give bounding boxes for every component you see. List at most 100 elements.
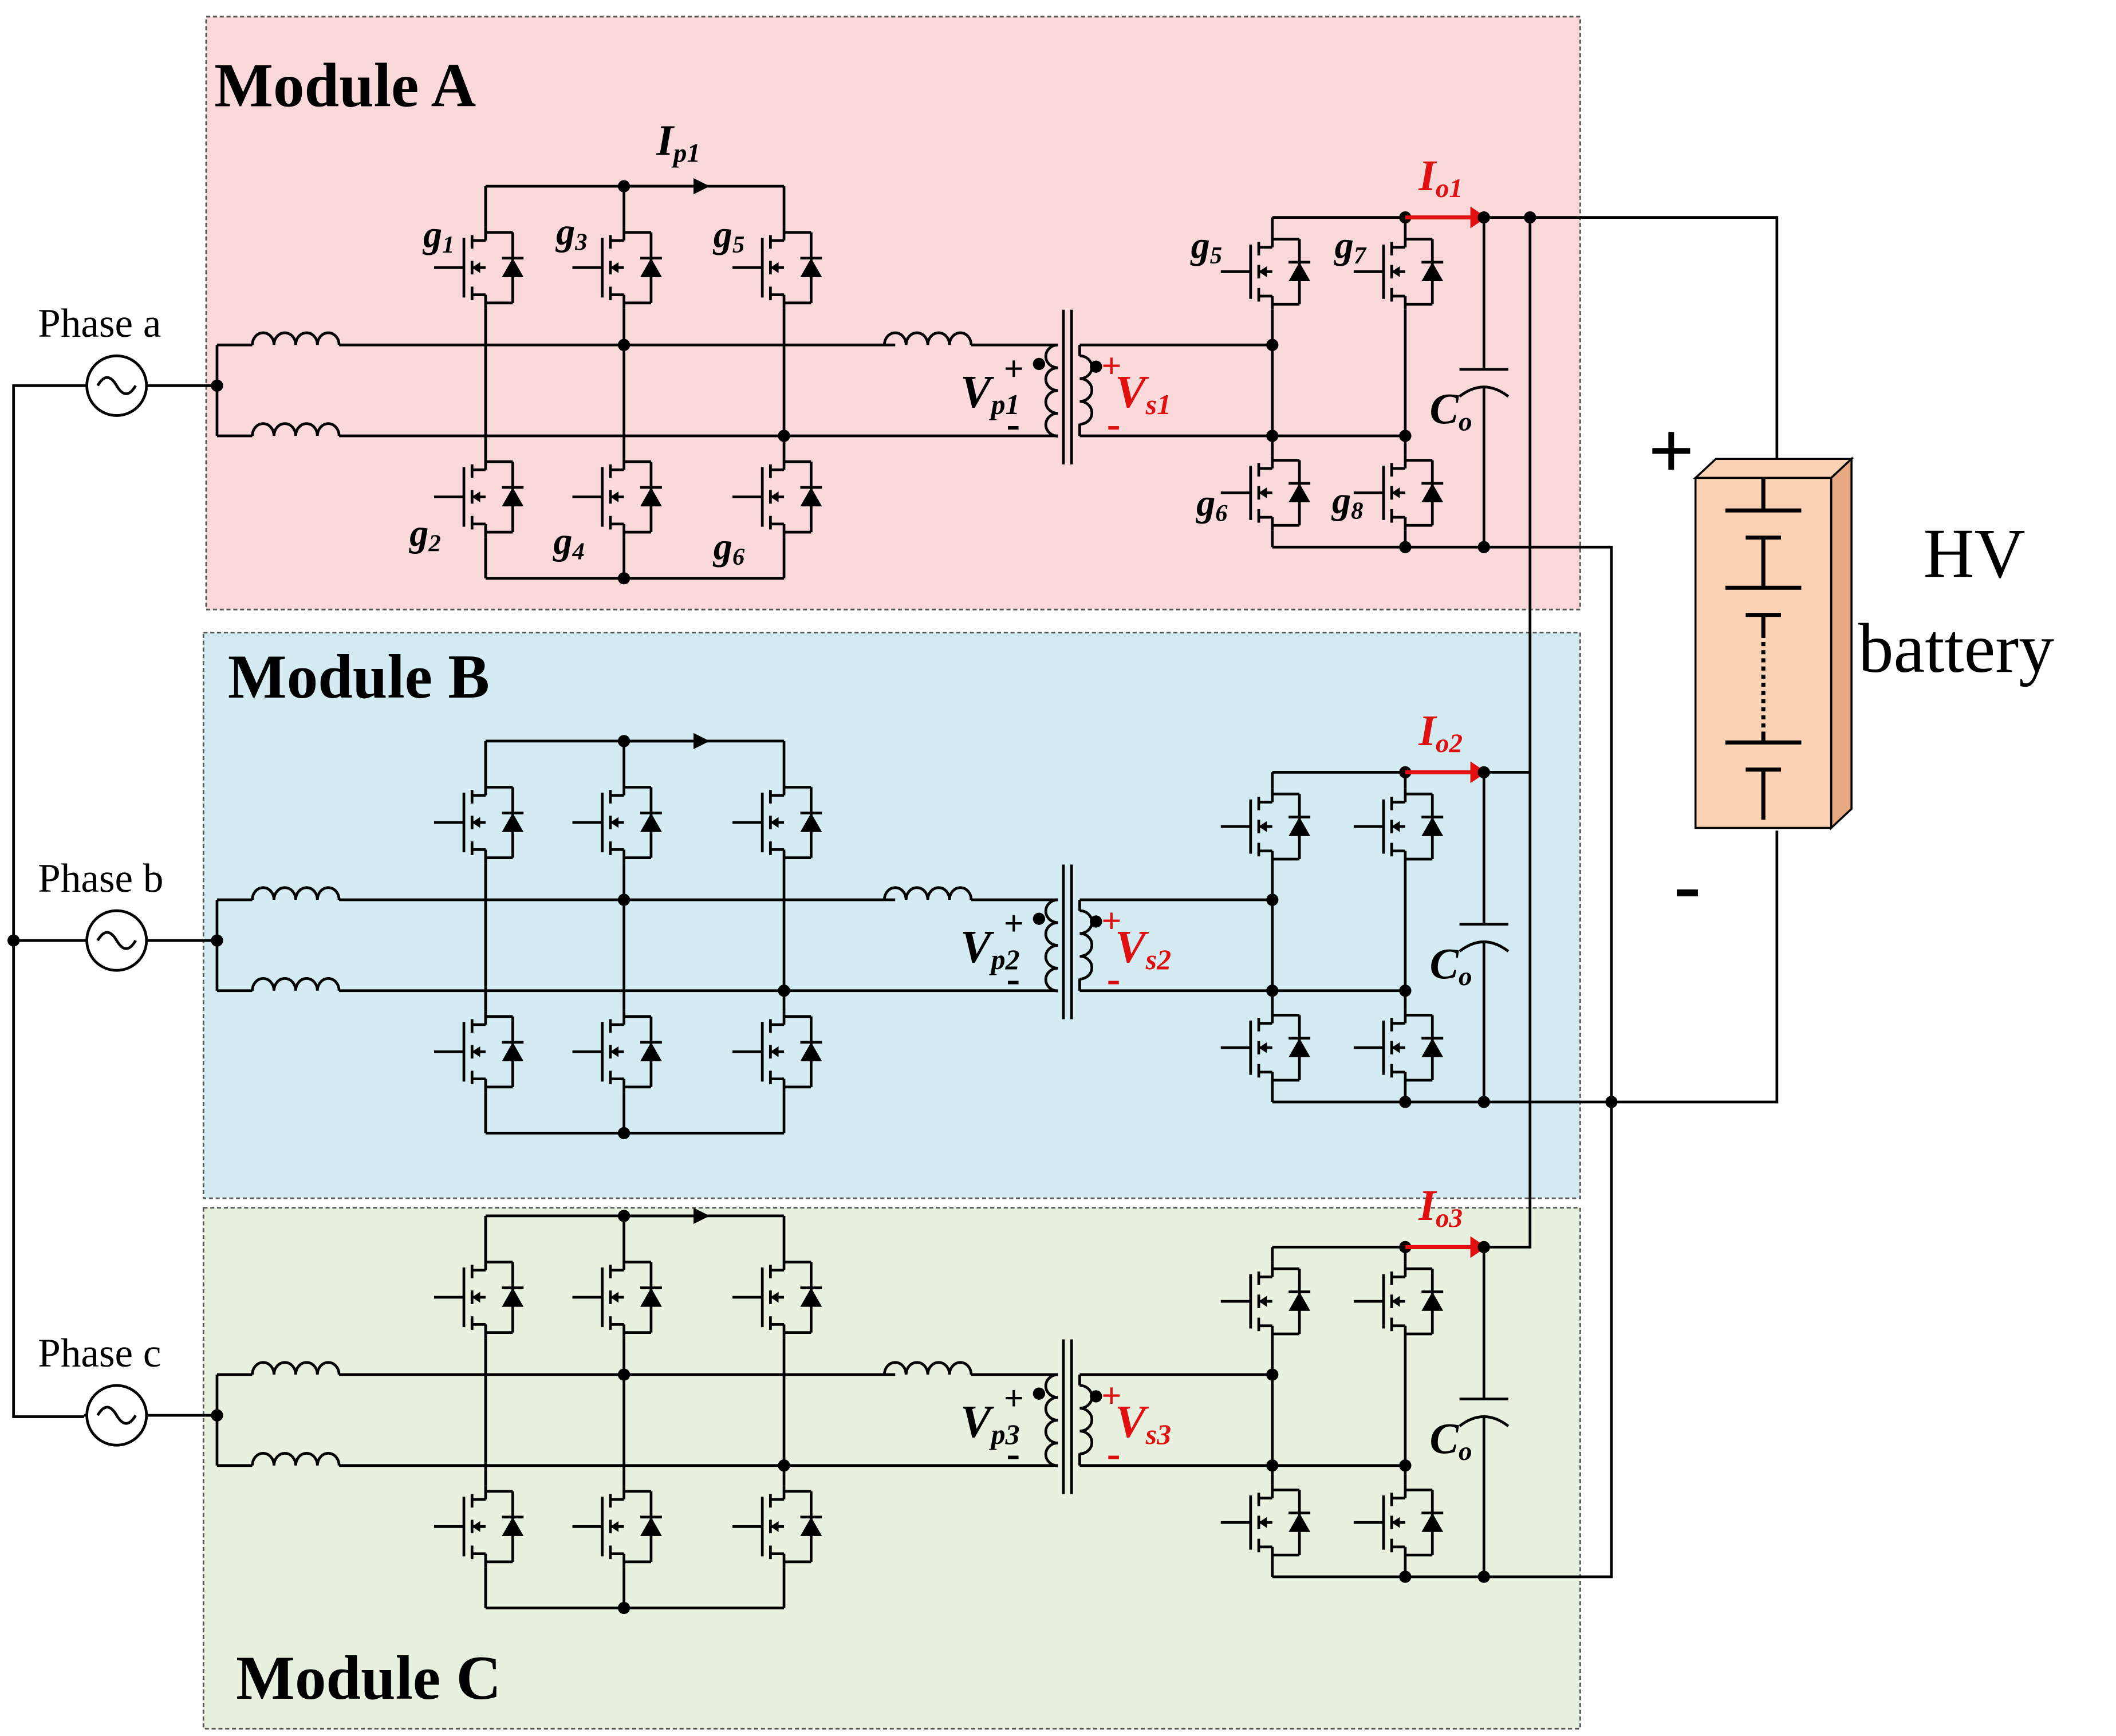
gate-label-main: g	[552, 521, 572, 562]
leakage-inductor	[882, 331, 973, 345]
vs-label-sub: s3	[1145, 1419, 1171, 1450]
diode-triangle	[800, 813, 822, 832]
mosfet-arrow	[1392, 487, 1400, 498]
mosfet-switch	[434, 456, 524, 538]
mosfet-arrow	[770, 1521, 779, 1532]
mosfet-arrow	[472, 1292, 480, 1303]
vp-label: Vp2	[960, 922, 1020, 975]
neg-bus-node	[1605, 1096, 1618, 1108]
vs-plus: +	[1101, 347, 1121, 385]
module-c-panel	[202, 1207, 1581, 1730]
mosfet-arrow	[1259, 266, 1267, 277]
inductor-coil	[251, 886, 341, 900]
mosfet-switch	[1353, 234, 1444, 310]
mosfet-arrow	[472, 262, 480, 273]
co-label-main: C	[1429, 940, 1459, 988]
mosfet-arrow	[1392, 1296, 1400, 1307]
mosfet-switch	[732, 781, 822, 864]
vp-label-main: V	[960, 367, 995, 418]
inductor-coil	[882, 331, 973, 345]
vp-label-sub: p2	[989, 944, 1020, 975]
mosfet-arrow	[610, 817, 619, 828]
mosfet-arrow	[610, 1292, 619, 1303]
diode-triangle	[640, 1288, 662, 1307]
mosfet-switch	[1353, 1263, 1444, 1340]
mosfet-arrow	[472, 1046, 480, 1057]
mosfet-switch	[572, 1011, 662, 1093]
ip-label-main: I	[656, 117, 675, 165]
mosfet-switch	[1220, 1484, 1311, 1561]
mosfet-arrow	[770, 817, 779, 828]
diode-triangle	[1421, 1038, 1444, 1057]
mosfet-switch	[1220, 234, 1311, 310]
diode-triangle	[502, 813, 524, 832]
gate-label-main: g	[1334, 225, 1354, 267]
diode-triangle	[502, 258, 524, 277]
module-a-panel	[205, 15, 1581, 611]
battery-label-line2: battery	[1858, 609, 2054, 687]
mosfet-switch	[434, 1011, 524, 1093]
gate-label-sub: 7	[1354, 242, 1367, 269]
mosfet-arrow	[1392, 821, 1400, 832]
junction-node	[1399, 430, 1412, 442]
mosfet-arrow	[472, 817, 480, 828]
gate-label-sub: 1	[442, 231, 454, 258]
diode-triangle	[1288, 1513, 1311, 1532]
gate-label: g4	[552, 521, 584, 565]
diode-triangle	[1421, 262, 1444, 281]
gate-label-main: g	[712, 526, 732, 568]
battery-minus: -	[1674, 839, 1701, 930]
hv-battery	[1693, 456, 1854, 830]
inductor-coil	[882, 1361, 973, 1375]
mosfet-switch	[434, 781, 524, 864]
diode-triangle	[800, 1517, 822, 1536]
mosfet-switch	[572, 456, 662, 538]
inductor-coil	[251, 1452, 341, 1466]
diode-triangle	[1288, 1292, 1311, 1311]
ac-sine-icon	[96, 376, 137, 395]
gate-label-main: g	[712, 214, 732, 256]
junction-node	[1033, 1387, 1045, 1400]
mosfet-switch	[572, 781, 662, 864]
pos-bus-node	[1524, 211, 1536, 224]
mosfet-switch	[1220, 1009, 1311, 1086]
gate-label-sub: 2	[428, 530, 440, 557]
transformer	[1044, 309, 1094, 464]
vs-plus: +	[1101, 1376, 1121, 1415]
ac-sine-icon	[96, 931, 137, 950]
gate-label-sub: 5	[732, 231, 744, 258]
diode-triangle	[1421, 1292, 1444, 1311]
vs-label: Vs2	[1115, 922, 1171, 975]
co-label-sub: o	[1459, 962, 1472, 991]
junction-node	[1266, 338, 1279, 351]
gate-label-main: g	[555, 211, 575, 253]
gate-label: g1	[422, 214, 454, 258]
neutral-node	[7, 934, 20, 947]
co-label-main: C	[1429, 385, 1459, 434]
battery-label-line1: HV	[1924, 514, 2026, 592]
diode-triangle	[640, 487, 662, 507]
mosfet-arrow	[1392, 1042, 1400, 1053]
vs-label: Vs3	[1115, 1396, 1171, 1450]
primary-winding	[1044, 1373, 1058, 1467]
mosfet-switch	[572, 1256, 662, 1339]
vs-label-main: V	[1115, 922, 1149, 973]
ac-inductor-upper	[251, 331, 341, 345]
phase-label: Phase c	[38, 1331, 161, 1376]
mosfet-switch	[572, 227, 662, 309]
io-label-sub: o3	[1436, 1203, 1463, 1233]
gate-label-main: g	[1190, 225, 1210, 267]
vp-plus: +	[1004, 904, 1024, 943]
junction-node	[1399, 1570, 1412, 1583]
mosfet-switch	[572, 1486, 662, 1568]
primary-winding	[1044, 343, 1058, 438]
phase-label: Phase a	[38, 301, 161, 346]
dc-negative-bus	[1484, 545, 1779, 1578]
module-a-title: Module A	[214, 50, 476, 120]
mosfet-switch	[1220, 1263, 1311, 1340]
module-c-title: Module C	[236, 1643, 501, 1713]
gate-label: g2	[408, 513, 440, 557]
gate-label: g7	[1334, 225, 1367, 269]
co-label: Co	[1429, 940, 1472, 991]
io-label: Io2	[1418, 707, 1463, 758]
